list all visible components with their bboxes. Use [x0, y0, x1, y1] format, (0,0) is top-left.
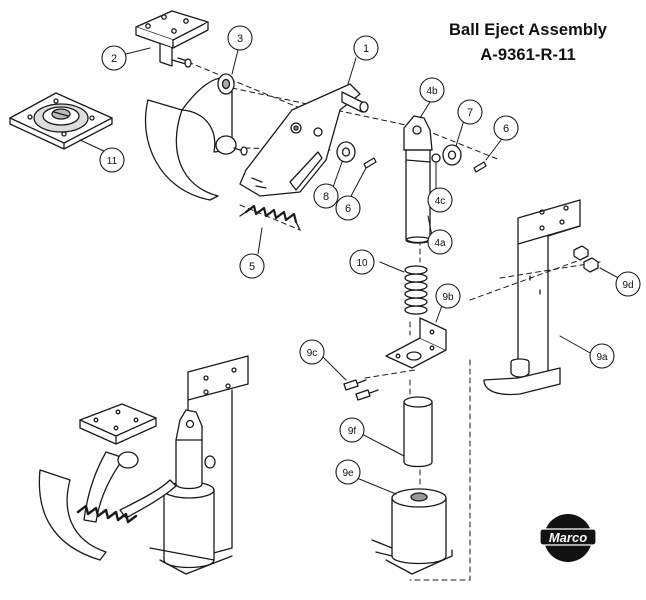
- callout-9c: 9c: [299, 339, 325, 365]
- callout-10: 10: [349, 249, 375, 275]
- callout-9d: 9d: [615, 271, 641, 297]
- part-2-mounting-bracket: [135, 10, 209, 68]
- diagram-title: Ball Eject Assembly: [448, 21, 608, 39]
- callout-1: 1: [353, 35, 379, 61]
- callout-4b-label: 4b: [426, 86, 438, 97]
- callouts: 1 2 3 4a 4b 4c 5 6 6 7 8 9a 9b 9c 9d 9e …: [99, 25, 641, 485]
- callout-4a-label: 4a: [434, 238, 446, 249]
- part-5-spring: [239, 204, 301, 231]
- callout-9f-label: 9f: [348, 426, 357, 437]
- part-9a-coil-mounting-bracket: [483, 199, 581, 396]
- callout-5-label: 5: [249, 261, 255, 273]
- callout-7-label: 7: [467, 107, 473, 119]
- callout-5: 5: [239, 253, 265, 279]
- callout-9f: 9f: [339, 417, 365, 443]
- callout-3: 3: [227, 25, 253, 51]
- part-11-switch-plate: [9, 92, 113, 150]
- callout-9b: 9b: [435, 283, 461, 309]
- callout-9e-label: 9e: [342, 468, 354, 479]
- callout-8-label: 8: [323, 191, 329, 203]
- part-4-plunger: [403, 115, 441, 244]
- callout-4c: 4c: [427, 187, 453, 213]
- callout-3-label: 3: [237, 33, 243, 45]
- callout-4b: 4b: [419, 77, 445, 103]
- callout-2-label: 2: [111, 53, 117, 65]
- part-6-e-clip-left: [363, 157, 377, 169]
- callout-10-label: 10: [356, 258, 368, 269]
- callout-6-right: 6: [493, 115, 519, 141]
- logo-text: Marco: [549, 530, 587, 545]
- part-9d-nuts: [573, 245, 599, 273]
- callout-11: 11: [99, 147, 125, 173]
- callout-4a: 4a: [427, 229, 453, 255]
- assembled-view: [38, 355, 249, 575]
- marco-logo: Marco: [539, 514, 597, 562]
- callout-6-left: 6: [335, 195, 361, 221]
- part-1-crank-arm: [239, 83, 369, 197]
- callout-9e: 9e: [335, 459, 361, 485]
- callout-9a: 9a: [589, 343, 615, 369]
- part-7-washer: [442, 144, 462, 166]
- part-10-compression-spring: [404, 265, 428, 315]
- part-8-washer: [336, 141, 356, 163]
- callout-8: 8: [313, 183, 339, 209]
- callout-1-label: 1: [363, 43, 369, 55]
- callout-7: 7: [457, 99, 483, 125]
- part-9e-coil: [371, 488, 453, 575]
- callout-9d-label: 9d: [622, 280, 633, 291]
- callout-6-right-label: 6: [503, 123, 509, 135]
- callout-9a-label: 9a: [596, 352, 608, 363]
- part-9f-coil-sleeve: [403, 396, 433, 468]
- title-block: Ball Eject Assembly A-9361-R-11: [418, 18, 638, 68]
- part-number: A-9361-R-11: [480, 46, 576, 64]
- callout-2: 2: [101, 45, 127, 71]
- callout-9b-label: 9b: [442, 292, 454, 303]
- part-3-eject-kicker: [144, 73, 248, 201]
- part-6-e-clip-right: [473, 161, 487, 173]
- part-9b-coil-bracket: [385, 317, 447, 369]
- callout-4c-label: 4c: [435, 196, 446, 207]
- part-9c-screws: [343, 379, 379, 401]
- callout-leaders: [79, 47, 627, 495]
- callout-11-label: 11: [107, 156, 118, 167]
- callout-9c-label: 9c: [307, 348, 318, 359]
- callout-6-left-label: 6: [345, 203, 351, 215]
